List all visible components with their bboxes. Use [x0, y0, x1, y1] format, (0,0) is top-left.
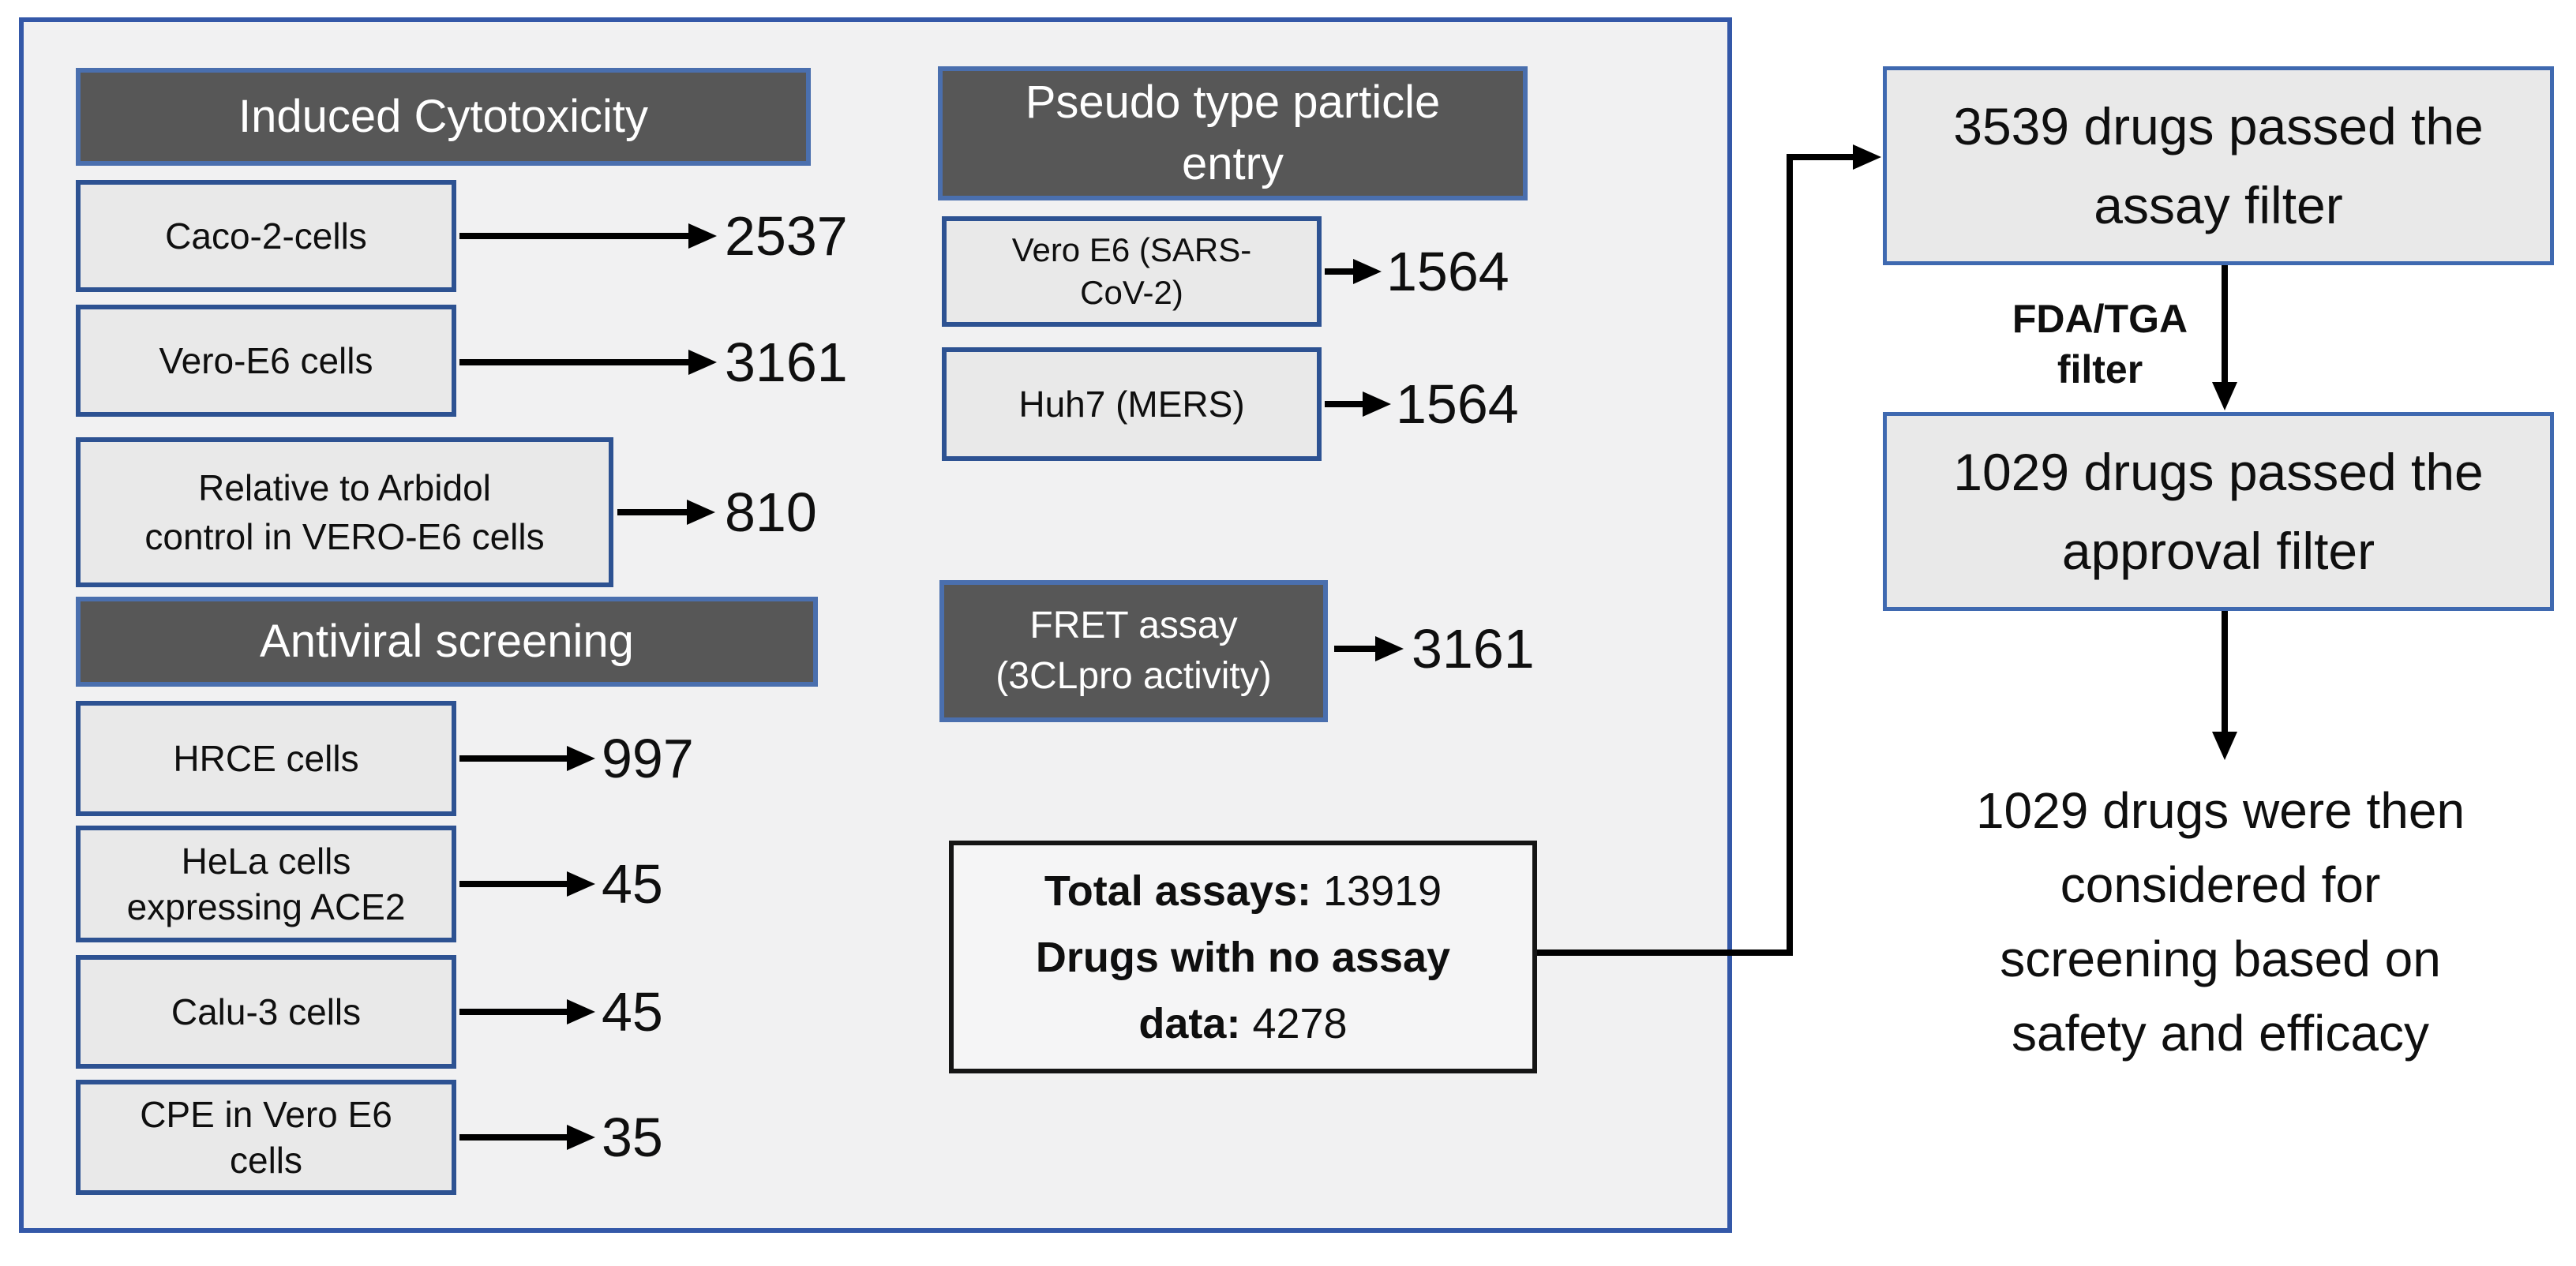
arrow-shaft: [459, 1134, 567, 1141]
total-assays-box: Total assays: 13919 Drugs with no assay …: [949, 841, 1537, 1073]
no-assay-data-value: 4278: [1252, 999, 1348, 1047]
assay-count: 1564: [1396, 373, 1519, 435]
arrowhead-icon: [1353, 259, 1382, 284]
note-line: considered for: [2060, 856, 2381, 913]
box-label: approval filter: [2061, 522, 2375, 580]
box-label: 3539 drugs passed the: [1953, 97, 2484, 155]
header-label: entry: [1182, 138, 1284, 189]
assay-count: 997: [602, 728, 694, 789]
antiviral-screening-header: Antiviral screening: [76, 597, 818, 687]
note-line: screening based on: [2000, 931, 2441, 987]
arrow-shaft: [459, 359, 688, 365]
note-line: safety and efficacy: [2012, 1005, 2429, 1062]
box-label: assay filter: [2094, 176, 2343, 234]
vero-e6-sars-cov-2-box: Vero E6 (SARS- CoV-2): [942, 216, 1322, 327]
box-label: HeLa cells: [181, 841, 351, 882]
assay-count: 35: [602, 1107, 663, 1168]
box-label: cells: [229, 1140, 303, 1181]
arrowhead-icon: [1363, 391, 1391, 417]
assay-count: 2537: [725, 205, 848, 267]
header-label: Pseudo type particle: [1025, 77, 1441, 128]
arrowhead-icon: [567, 871, 595, 897]
box-label: Vero-E6 cells: [159, 340, 373, 381]
total-assays-line: Total assays: 13919: [1006, 858, 1480, 924]
fda-tga-filter-label: FDA/TGA filter: [1997, 294, 2203, 395]
arrow-shaft: [459, 233, 688, 239]
connector-shaft: [1787, 154, 1853, 160]
final-note-text: 1029 drugs were then considered for scre…: [1887, 773, 2554, 1070]
header-label: Induced Cytotoxicity: [238, 91, 649, 142]
arrowhead-icon: [688, 350, 717, 375]
induced-cytotoxicity-header: Induced Cytotoxicity: [76, 68, 811, 166]
arrow-shaft: [1325, 268, 1353, 275]
assay-count: 3161: [1412, 618, 1535, 680]
box-label: CPE in Vero E6: [140, 1094, 392, 1135]
total-assays-label: Total assays:: [1044, 867, 1311, 915]
box-label: control in VERO-E6 cells: [144, 516, 545, 557]
arrow-shaft: [1334, 646, 1375, 652]
header-label: Antiviral screening: [260, 616, 634, 667]
arrowhead-icon: [567, 746, 595, 771]
calu-3-cells-box: Calu-3 cells: [76, 955, 456, 1069]
pseudo-type-particle-entry-header: Pseudo type particle entry: [938, 66, 1528, 200]
connector-shaft: [1537, 950, 1793, 956]
arrowhead-icon: [2212, 732, 2237, 760]
box-label: Huh7 (MERS): [1018, 384, 1245, 425]
box-label: FRET assay: [1029, 605, 1238, 646]
assay-filter-box: 3539 drugs passed the assay filter: [1883, 66, 2554, 265]
hrce-cells-box: HRCE cells: [76, 701, 456, 816]
label-line: filter: [2057, 347, 2143, 391]
caco-2-cells-box: Caco-2-cells: [76, 180, 456, 292]
box-label: Vero E6 (SARS-: [1011, 231, 1252, 268]
arrowhead-icon: [567, 1125, 595, 1150]
box-label: HRCE cells: [173, 738, 359, 779]
arrow-shaft: [2222, 611, 2228, 732]
arrow-shaft: [617, 509, 687, 515]
cpe-vero-e6-box: CPE in Vero E6 cells: [76, 1080, 456, 1195]
assay-count: 3161: [725, 331, 848, 393]
assay-count: 45: [602, 853, 663, 915]
arrow-shaft: [459, 755, 567, 762]
no-assay-data-line: Drugs with no assay data: 4278: [1006, 924, 1480, 1057]
arrowhead-icon: [1853, 144, 1881, 170]
box-label: CoV-2): [1080, 274, 1183, 311]
connector-shaft: [1787, 154, 1793, 956]
note-line: 1029 drugs were then: [1975, 782, 2465, 839]
box-label: Caco-2-cells: [165, 215, 367, 257]
assay-count: 810: [725, 481, 817, 543]
arrowhead-icon: [1375, 636, 1404, 661]
box-label: expressing ACE2: [126, 886, 406, 927]
box-label: Relative to Arbidol: [198, 467, 491, 508]
assay-count: 45: [602, 981, 663, 1043]
arrowhead-icon: [687, 500, 715, 525]
arbidol-control-box: Relative to Arbidol control in VERO-E6 c…: [76, 437, 613, 587]
no-assay-data-label: Drugs with no assay data:: [1035, 933, 1451, 1047]
arrow-shaft: [459, 881, 567, 887]
arrowhead-icon: [688, 223, 717, 249]
arrow-shaft: [459, 1009, 567, 1015]
arrow-shaft: [2222, 265, 2228, 382]
arrowhead-icon: [2212, 382, 2237, 410]
huh7-mers-box: Huh7 (MERS): [942, 347, 1322, 461]
box-label: 1029 drugs passed the: [1953, 443, 2484, 501]
box-label: (3CLpro activity): [996, 655, 1272, 697]
vero-e6-cells-box: Vero-E6 cells: [76, 305, 456, 417]
box-label: Calu-3 cells: [171, 991, 362, 1032]
arrow-shaft: [1325, 401, 1363, 407]
fret-assay-box: FRET assay (3CLpro activity): [939, 580, 1328, 722]
label-line: FDA/TGA: [2012, 297, 2188, 341]
hela-ace2-box: HeLa cells expressing ACE2: [76, 826, 456, 942]
total-assays-value: 13919: [1323, 867, 1442, 915]
approval-filter-box: 1029 drugs passed the approval filter: [1883, 412, 2554, 611]
assay-count: 1564: [1386, 241, 1509, 302]
arrowhead-icon: [567, 999, 595, 1024]
